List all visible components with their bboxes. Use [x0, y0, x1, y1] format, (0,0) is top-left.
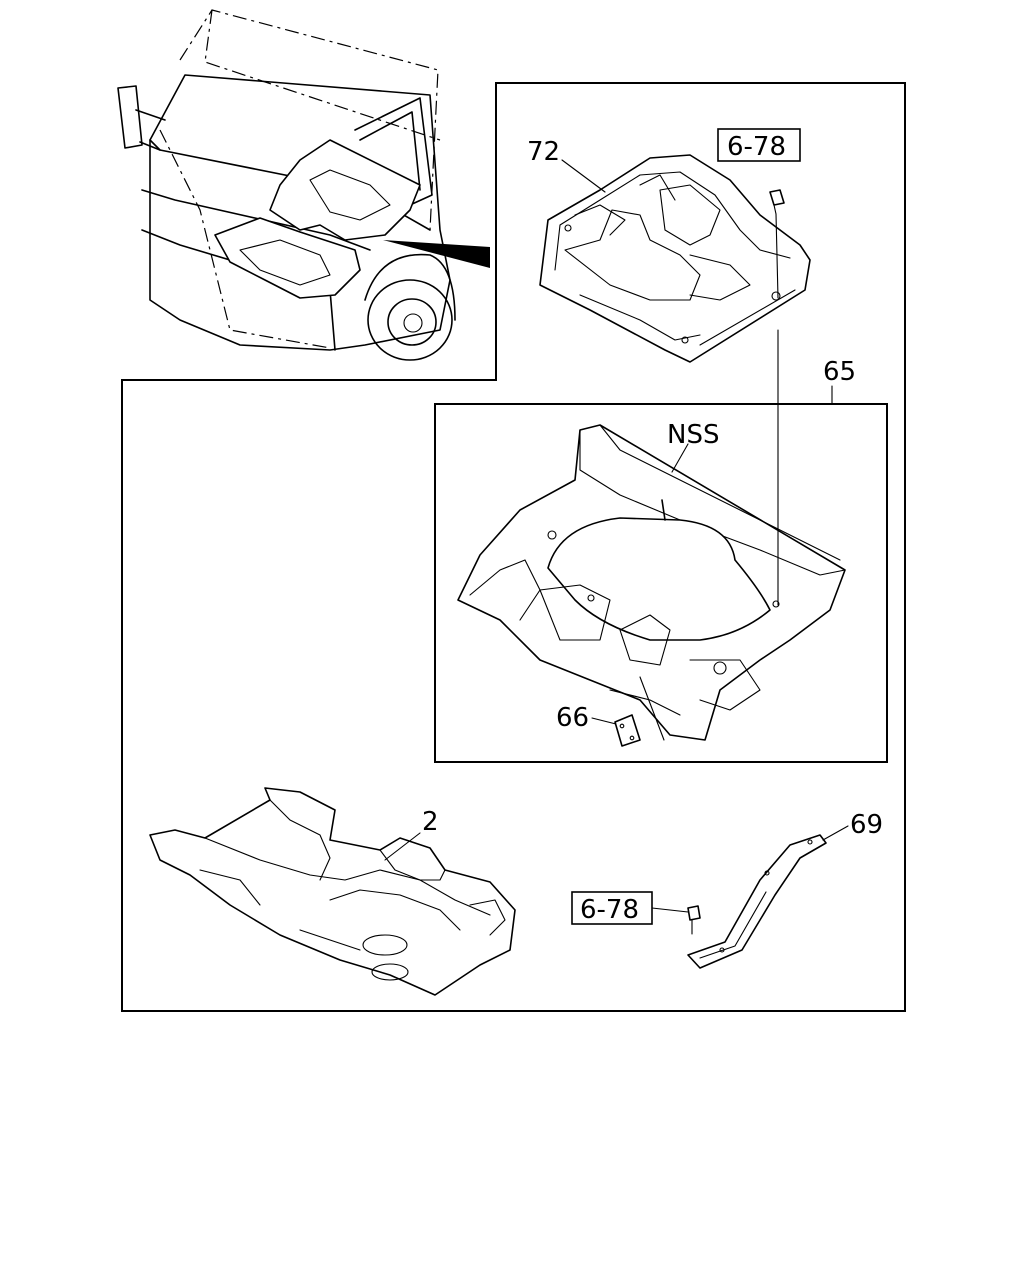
label-part-nss: NSS — [667, 420, 719, 450]
label-part-69: 69 — [850, 810, 883, 840]
label-part-72: 72 — [527, 137, 560, 167]
label-part-65: 65 — [823, 357, 856, 387]
part-65-drawing — [457, 424, 846, 741]
diagram-frame — [121, 82, 906, 1012]
leader-top-bolt — [775, 213, 779, 299]
part-2-drawing — [149, 787, 516, 996]
label-part-66: 66 — [556, 703, 589, 733]
leader-bottom-bolt — [651, 907, 689, 913]
leader-69 — [822, 825, 849, 841]
label-part-2: 2 — [422, 807, 439, 837]
leader-2 — [384, 832, 421, 861]
part-72-drawing — [539, 154, 811, 363]
leader-nss — [671, 443, 689, 473]
bolt-top — [769, 189, 785, 215]
leader-66 — [591, 717, 617, 725]
part-66-drawing — [614, 714, 641, 747]
ref-box-top — [717, 128, 801, 162]
detail-pointer — [383, 240, 490, 268]
ref-box-bottom — [571, 891, 653, 925]
assembly-65-box — [434, 403, 888, 763]
leader-72 — [561, 159, 606, 193]
truck-cab-overview — [117, 9, 490, 361]
leader-66-v — [639, 676, 665, 741]
ref-label-bottom[interactable]: 6-78 — [580, 895, 639, 925]
bolt-bottom — [687, 905, 701, 935]
ref-label-top[interactable]: 6-78 — [727, 132, 786, 162]
part-69-drawing — [687, 834, 827, 969]
